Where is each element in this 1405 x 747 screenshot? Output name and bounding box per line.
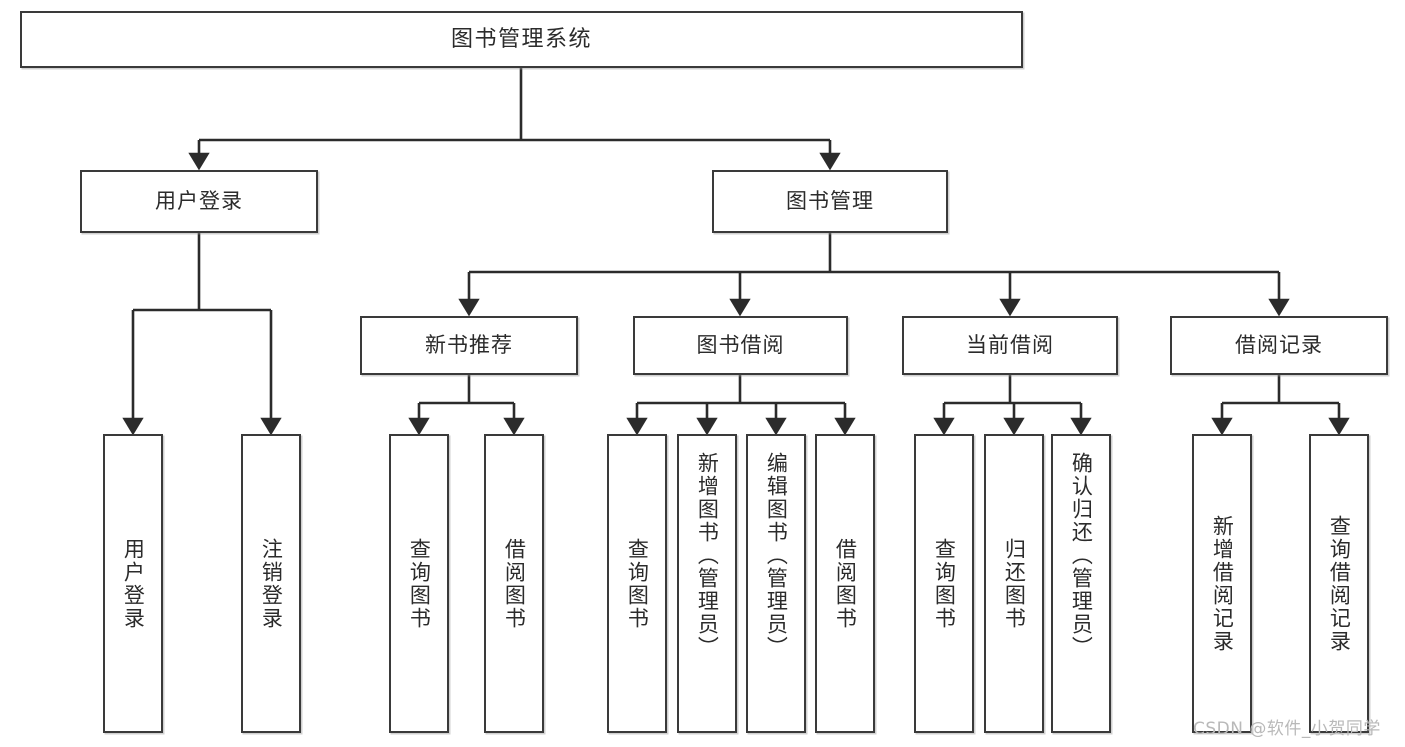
node-label: 用户登录: [155, 189, 243, 214]
node-label: 图书管理: [786, 189, 874, 214]
leaf-edit-book-admin[interactable]: 编辑图书（管理员）: [746, 434, 806, 733]
node-label: 查询借阅记录: [1327, 514, 1352, 653]
node-label: 查询图书: [932, 537, 957, 630]
leaf-logout-login[interactable]: 注销登录: [241, 434, 301, 733]
node-label: 新增借阅记录: [1210, 514, 1235, 653]
leaf-query-borrow-record[interactable]: 查询借阅记录: [1309, 434, 1369, 733]
leaf-query-book-new-recommend[interactable]: 查询图书: [389, 434, 449, 733]
leaf-borrow-book-borrow[interactable]: 借阅图书: [815, 434, 875, 733]
leaf-borrow-book-new-recommend[interactable]: 借阅图书: [484, 434, 544, 733]
node-label: 新书推荐: [425, 333, 513, 358]
node-label: 归还图书: [1002, 537, 1027, 630]
node-current-borrow[interactable]: 当前借阅: [902, 316, 1118, 375]
node-borrow-record[interactable]: 借阅记录: [1170, 316, 1388, 375]
node-label: 借阅图书: [833, 537, 858, 630]
node-label: 注销登录: [259, 537, 284, 630]
node-label: 查询图书: [407, 537, 432, 630]
leaf-query-book-current[interactable]: 查询图书: [914, 434, 974, 733]
node-book-borrow[interactable]: 图书借阅: [633, 316, 848, 375]
node-root-book-management-system[interactable]: 图书管理系统: [20, 11, 1023, 68]
node-label: 借阅记录: [1235, 333, 1323, 358]
leaf-add-borrow-record[interactable]: 新增借阅记录: [1192, 434, 1252, 733]
node-label: 当前借阅: [966, 333, 1054, 358]
node-label: 用户登录: [121, 537, 146, 630]
node-label: 图书借阅: [696, 333, 785, 358]
node-user-login[interactable]: 用户登录: [80, 170, 318, 233]
node-label: 确认归还（管理员）: [1069, 452, 1094, 659]
node-new-book-recommend[interactable]: 新书推荐: [360, 316, 578, 375]
node-label: 新增图书（管理员）: [695, 452, 720, 659]
csdn-watermark: CSDN @软件_小贺同学: [1193, 719, 1381, 739]
node-label: 图书管理系统: [450, 26, 592, 52]
node-book-management[interactable]: 图书管理: [712, 170, 948, 233]
node-label: 借阅图书: [502, 537, 527, 630]
node-label: 查询图书: [625, 537, 650, 630]
leaf-confirm-return-admin[interactable]: 确认归还（管理员）: [1051, 434, 1111, 733]
leaf-user-login[interactable]: 用户登录: [103, 434, 163, 733]
leaf-add-book-admin[interactable]: 新增图书（管理员）: [677, 434, 737, 733]
node-label: 编辑图书（管理员）: [764, 452, 789, 659]
leaf-query-book-borrow[interactable]: 查询图书: [607, 434, 667, 733]
leaf-return-book[interactable]: 归还图书: [984, 434, 1044, 733]
